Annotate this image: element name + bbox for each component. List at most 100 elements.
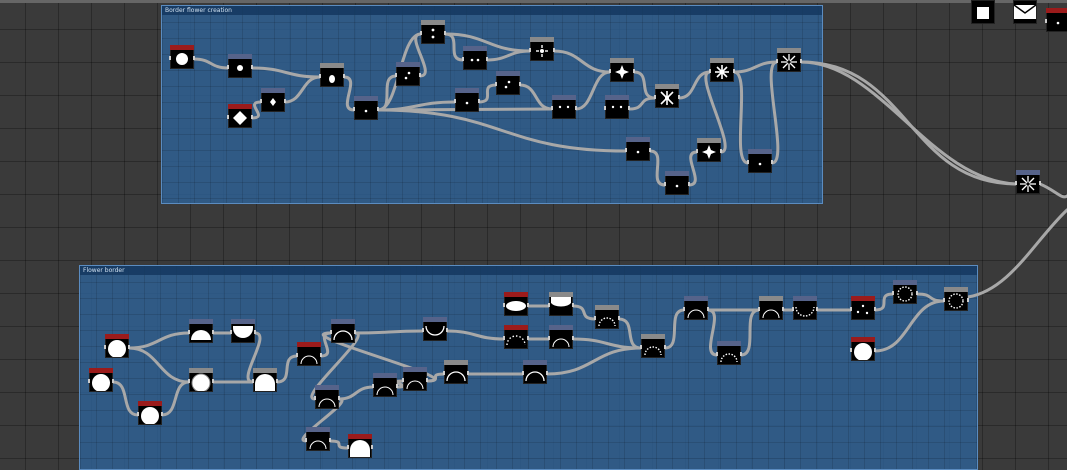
graph-node-fb21[interactable] [522, 360, 548, 384]
input-port[interactable] [420, 31, 422, 35]
output-port[interactable] [678, 95, 680, 99]
graph-node-bf6[interactable] [353, 96, 379, 120]
input-port[interactable] [850, 348, 852, 352]
output-port[interactable] [251, 115, 253, 119]
graph-node-fb6[interactable] [188, 368, 214, 393]
output-port[interactable] [720, 149, 722, 153]
graph-node-fb4[interactable] [188, 319, 214, 343]
input-port[interactable] [716, 352, 718, 356]
node-header[interactable] [641, 334, 665, 339]
node-header[interactable] [89, 368, 113, 373]
node-header[interactable] [697, 138, 721, 143]
node-header[interactable] [777, 48, 801, 53]
node-header[interactable] [315, 385, 339, 390]
output-port[interactable] [419, 73, 421, 77]
output-port[interactable] [444, 31, 446, 35]
output-port[interactable] [527, 336, 529, 340]
output-port[interactable] [284, 99, 286, 103]
input-port[interactable] [604, 106, 606, 110]
graph-node-bf16[interactable] [654, 84, 680, 108]
graph-node-bf7[interactable] [395, 62, 421, 86]
graph-node-bf9[interactable] [462, 46, 488, 70]
graph-node-fb16[interactable] [443, 360, 469, 384]
graph-node-fb22[interactable] [594, 305, 620, 329]
graph-node-bf21[interactable] [664, 171, 690, 195]
input-port[interactable] [395, 73, 397, 77]
graph-node-bf22[interactable] [747, 149, 773, 173]
output-port[interactable] [733, 69, 735, 73]
graph-node-fb31[interactable] [943, 287, 969, 311]
input-port[interactable] [503, 336, 505, 340]
output-port[interactable] [771, 160, 773, 164]
output-port[interactable] [874, 348, 876, 352]
node-header[interactable] [403, 367, 427, 372]
input-port[interactable] [305, 438, 307, 442]
input-port[interactable] [462, 57, 464, 61]
graph-node-fb19[interactable] [503, 325, 529, 349]
graph-node-bf3[interactable] [227, 104, 253, 128]
input-port[interactable] [776, 59, 778, 63]
input-port[interactable] [353, 107, 355, 111]
output-port[interactable] [916, 291, 918, 295]
graph-node-bf13[interactable] [551, 95, 577, 119]
graph-node-bf14[interactable] [604, 95, 630, 119]
graph-node-bf19[interactable] [625, 137, 651, 161]
node-header[interactable] [851, 337, 875, 342]
node-header[interactable] [455, 88, 479, 93]
node-header[interactable] [710, 58, 734, 63]
input-port[interactable] [529, 48, 531, 52]
node-header[interactable] [496, 71, 520, 76]
node-header[interactable] [189, 368, 213, 373]
graph-node-fb11[interactable] [372, 373, 398, 397]
node-header[interactable] [170, 45, 194, 50]
output-port[interactable] [628, 106, 630, 110]
input-port[interactable] [522, 371, 524, 375]
input-port[interactable] [188, 330, 190, 334]
output-port[interactable] [618, 316, 620, 320]
node-header[interactable] [759, 296, 783, 301]
output-port[interactable] [688, 182, 690, 186]
output-port[interactable] [649, 148, 651, 152]
node-header[interactable] [665, 171, 689, 176]
graph-node-bf15[interactable] [609, 58, 635, 82]
output-port[interactable] [212, 379, 214, 383]
node-header[interactable] [228, 104, 252, 109]
node-header[interactable] [396, 62, 420, 67]
node-header[interactable] [253, 368, 277, 373]
input-port[interactable] [443, 371, 445, 375]
graph-node-fb3[interactable] [137, 401, 163, 425]
node-header[interactable] [504, 325, 528, 330]
graph-node-bf11[interactable] [495, 71, 521, 95]
graph-node-fb18[interactable] [548, 292, 574, 316]
output-port[interactable] [396, 384, 398, 388]
graph-node-fb8[interactable] [296, 342, 322, 366]
input-port[interactable] [227, 65, 229, 69]
node-header[interactable] [297, 342, 321, 347]
graph-node-tr3[interactable] [1045, 8, 1067, 32]
output-port[interactable] [446, 328, 448, 332]
output-port[interactable] [128, 345, 130, 349]
node-header[interactable] [231, 319, 255, 324]
input-port[interactable] [88, 379, 90, 383]
graph-node-fb27[interactable] [792, 296, 818, 320]
output-port[interactable] [212, 330, 214, 334]
input-port[interactable] [696, 149, 698, 153]
graph-node-fb25[interactable] [716, 341, 742, 365]
output-port[interactable] [572, 336, 574, 340]
graph-node-bf12[interactable] [529, 37, 555, 61]
node-header[interactable] [851, 296, 875, 301]
node-header[interactable] [373, 373, 397, 378]
graph-node-fb29[interactable] [850, 337, 876, 361]
node-header[interactable] [421, 20, 445, 25]
input-port[interactable] [188, 379, 190, 383]
node-header[interactable] [684, 296, 708, 301]
graph-node-tr2[interactable] [1013, 0, 1037, 24]
input-port[interactable] [654, 95, 656, 99]
input-port[interactable] [664, 182, 666, 186]
output-port[interactable] [320, 353, 322, 357]
output-port[interactable] [343, 74, 345, 78]
graph-node-fb28[interactable] [850, 296, 876, 320]
input-port[interactable] [137, 412, 139, 416]
input-port[interactable] [943, 298, 945, 302]
input-port[interactable] [296, 353, 298, 357]
